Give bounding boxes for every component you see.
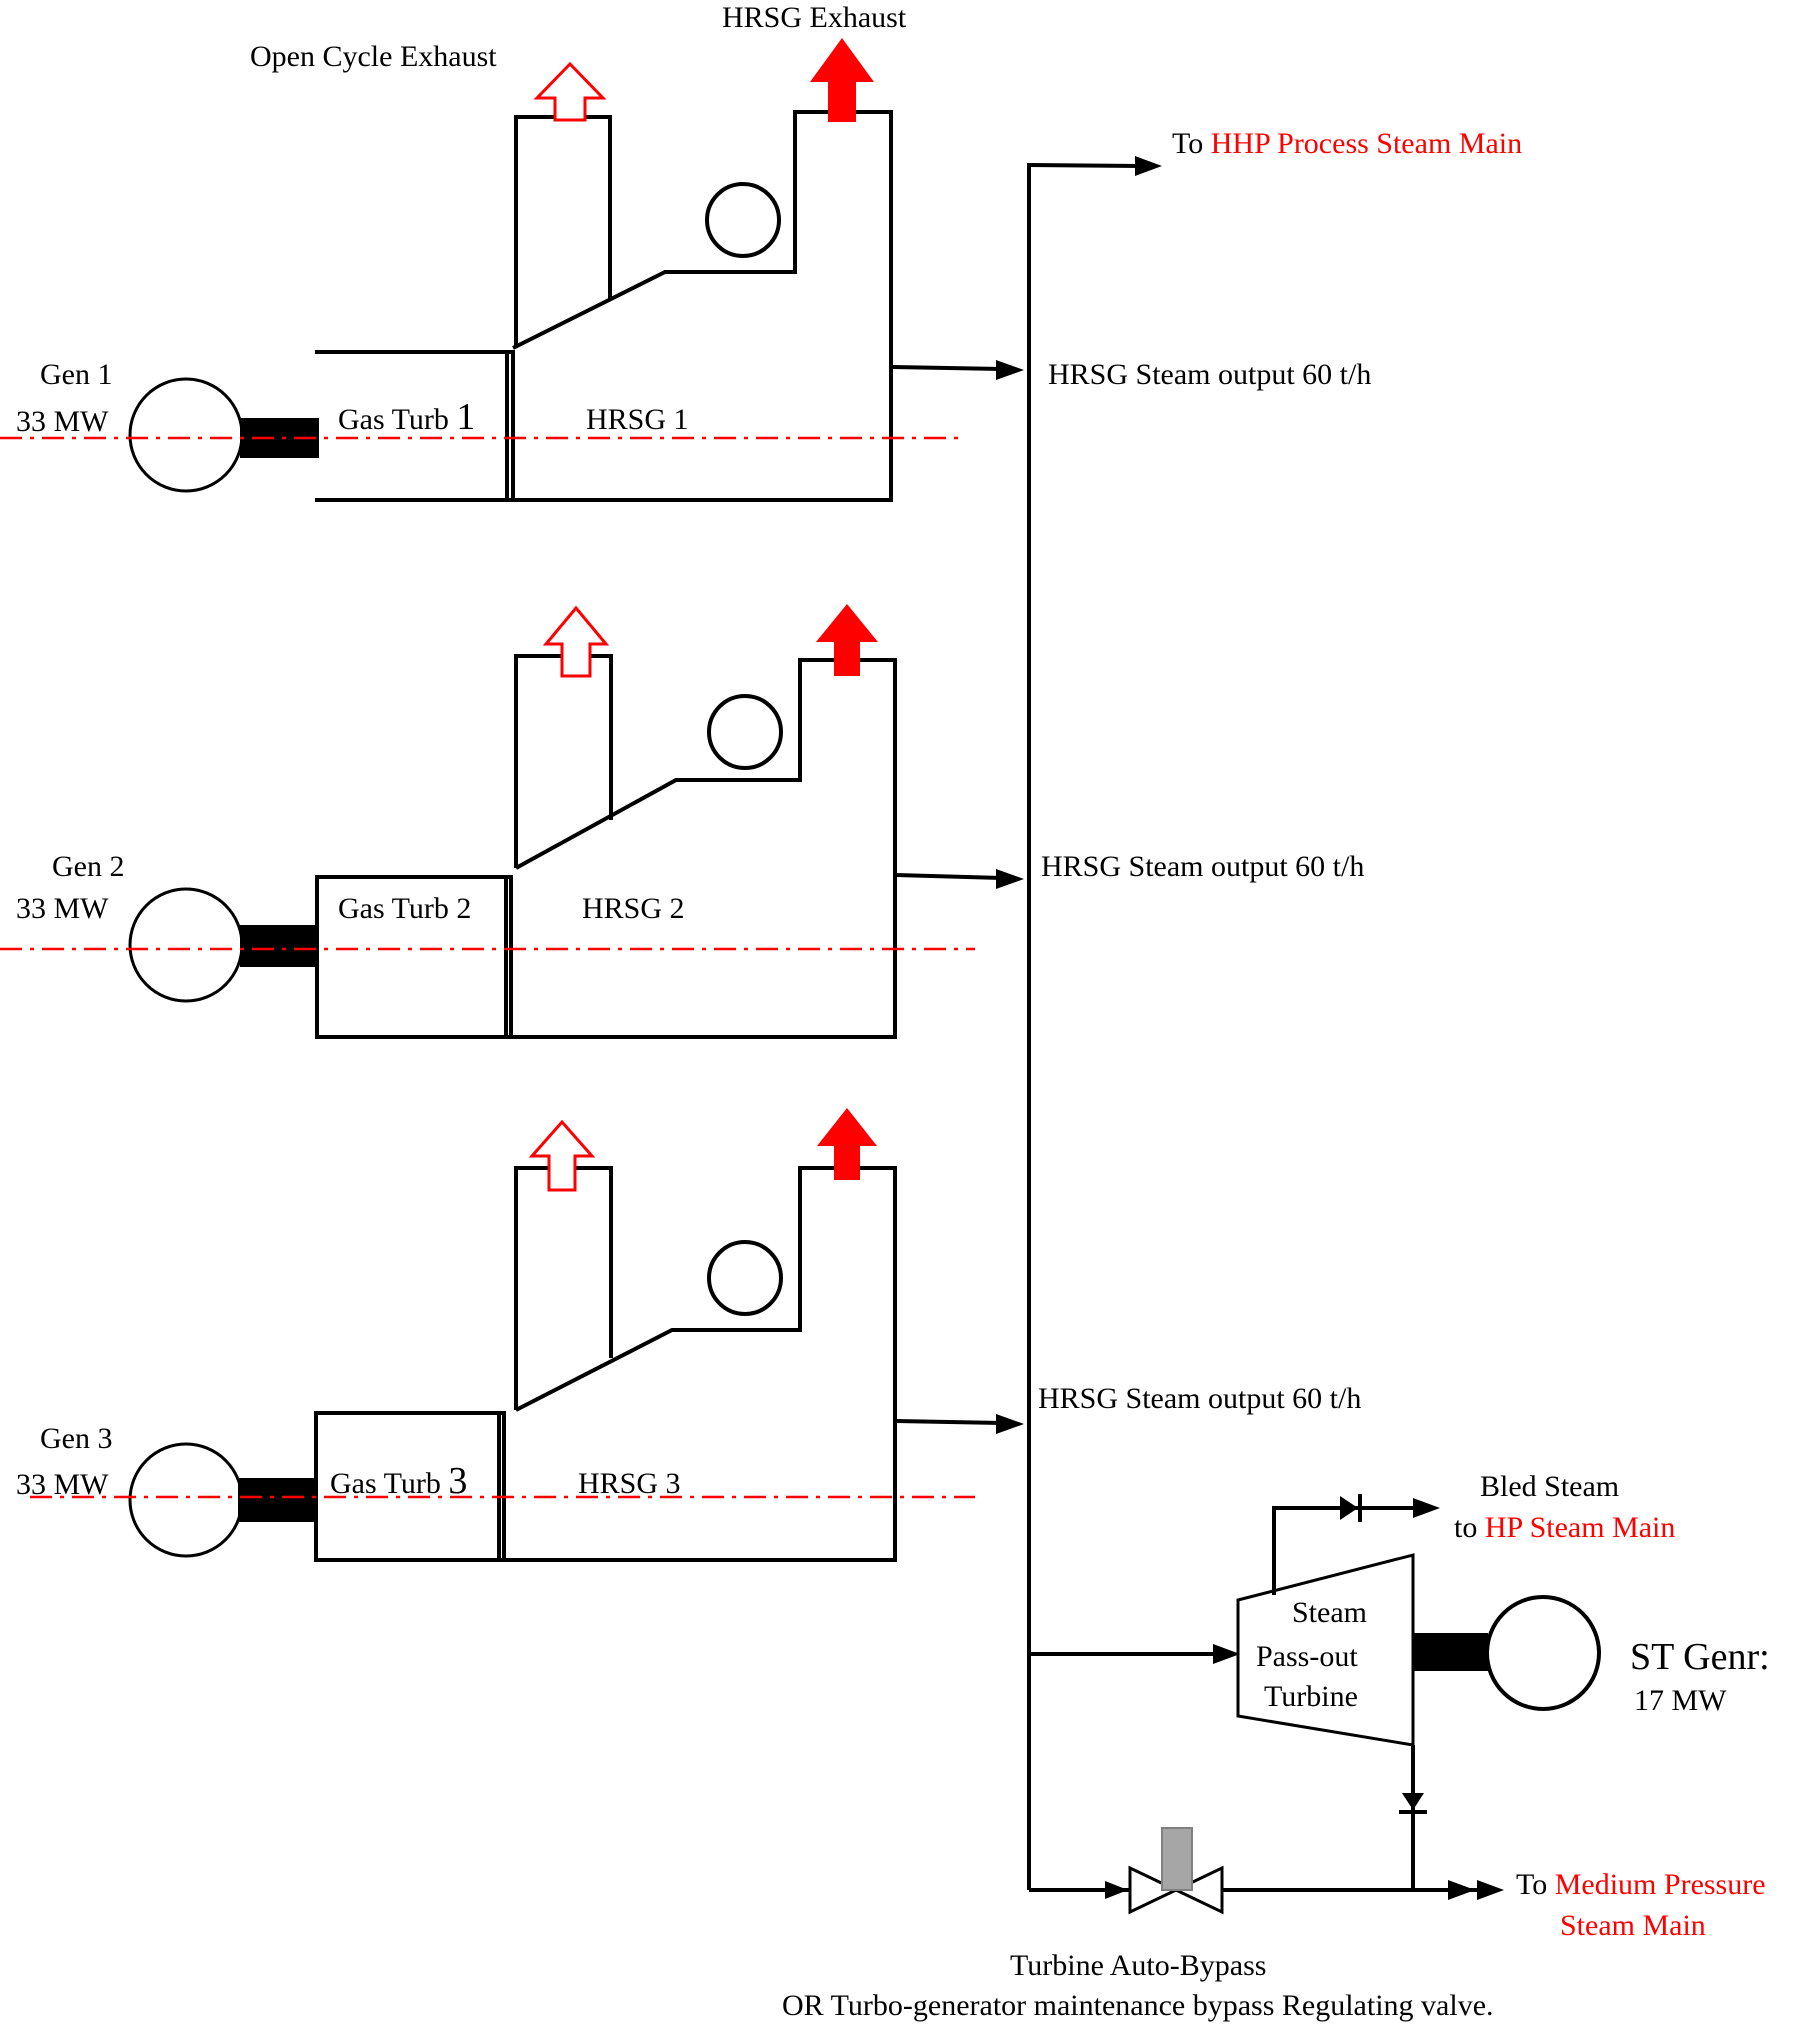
gas-turbine-1-label: Gas Turb 1 (338, 396, 475, 438)
hrsg-3-steam-arrowhead (996, 1414, 1024, 1434)
gas-turbine-1-casing (315, 350, 515, 502)
bypass-valve-actuator (1161, 1827, 1193, 1891)
hrsg-2-casing (511, 658, 897, 1039)
hrsg-exhaust-label: HRSG Exhaust (722, 1, 907, 34)
turbine-inlet-arrowhead (1213, 1644, 1240, 1664)
bled-steam-label-line1: Bled Steam (1480, 1470, 1619, 1503)
gas-turbine-3-label: Gas Turb 3 (330, 1460, 467, 1502)
hrsg-3-label: HRSG 3 (578, 1467, 681, 1500)
gen-2-coupling-shaft (240, 925, 317, 967)
mp-main-arrowhead-1 (1448, 1880, 1475, 1900)
hrsg-exhaust-2-arrow (816, 604, 878, 676)
unit-2: Gen 2 33 MW Gas Turb 2 HRSG 2 HRSG Steam… (0, 604, 1364, 1039)
hrsg-3-drum-circle (707, 1240, 783, 1316)
steam-turbine-branch: Steam Pass-out Turbine ST Genr: 17 MW Bl… (1029, 1470, 1770, 1890)
mp-main-arrowhead-2 (1477, 1880, 1504, 1900)
gas-turbine-2-label: Gas Turb 2 (338, 892, 471, 925)
bled-steam-check-valve-triangle (1340, 1496, 1358, 1520)
hrsg-1-steam-output-label: HRSG Steam output 60 t/h (1048, 358, 1371, 391)
bled-steam-line (1272, 1506, 1418, 1595)
hhp-main-arrowhead (1135, 156, 1162, 176)
gen-2-power: 33 MW (16, 892, 109, 925)
gen-1-name: Gen 1 (40, 358, 112, 391)
hrsg-2-steam-arrowhead (996, 869, 1024, 889)
steam-turbine-label-line2: Pass-out (1256, 1640, 1358, 1673)
hrsg-3-bypass-stack (514, 1166, 613, 1410)
steam-turbine-label-line1: Steam (1292, 1596, 1367, 1629)
hrsg-exhaust-3-arrow (817, 1108, 877, 1180)
bypass-line: To Medium Pressure Steam Main Turbine Au… (782, 1827, 1766, 2022)
hrsg-exhaust-1-arrow (810, 38, 874, 122)
bypass-caption-line2: OR Turbo-generator maintenance bypass Re… (782, 1989, 1494, 2022)
hrsg-3-steam-output-label: HRSG Steam output 60 t/h (1038, 1382, 1361, 1415)
gen-3-coupling-shaft (238, 1478, 318, 1522)
bled-steam-label-line2: to HP Steam Main (1454, 1511, 1675, 1544)
open-cycle-exhaust-2-arrow (542, 605, 610, 678)
mp-main-label-line1: To Medium Pressure (1516, 1868, 1766, 1901)
st-generator-coupling-shaft (1413, 1633, 1488, 1671)
bypass-valve-right-triangle (1172, 1865, 1224, 1915)
open-cycle-exhaust-label: Open Cycle Exhaust (250, 40, 497, 73)
unit-3: Gen 3 33 MW Gas Turb 3 HRSG 3 HRSG Steam… (16, 1108, 1361, 1562)
st-generator-name: ST Genr: (1630, 1636, 1770, 1678)
gen-2-generator-circle (128, 887, 244, 1003)
gen-2-name: Gen 2 (52, 850, 124, 883)
gen-3-generator-circle (128, 1442, 244, 1558)
gen-1-generator-circle (128, 377, 244, 493)
bypass-valve-left-triangle (1128, 1865, 1180, 1915)
hhp-main-branch-line (1028, 163, 1141, 168)
hrsg-3-steam-line (895, 1419, 1003, 1425)
turbine-exhaust-check-valve-triangle (1402, 1793, 1424, 1810)
hrsg-1-bypass-stack (514, 115, 612, 348)
steam-header: To HHP Process Steam Main (1027, 127, 1522, 1890)
bypass-caption-line1: Turbine Auto-Bypass (1010, 1949, 1266, 1982)
hrsg-2-bypass-stack (514, 654, 613, 868)
hrsg-1-steam-line (892, 365, 1003, 371)
st-generator-circle (1485, 1595, 1601, 1711)
hrsg-1-steam-arrowhead (996, 360, 1024, 380)
hrsg-1-label: HRSG 1 (586, 403, 689, 436)
hrsg-2-steam-line (895, 873, 1003, 880)
mp-main-label-line2: Steam Main (1560, 1909, 1706, 1942)
open-cycle-exhaust-3-arrow (528, 1119, 596, 1192)
bled-steam-arrowhead (1413, 1498, 1440, 1518)
steam-turbine-label-line3: Turbine (1264, 1680, 1358, 1713)
hhp-main-label: To HHP Process Steam Main (1172, 127, 1522, 160)
gen-3-power: 33 MW (16, 1468, 109, 1501)
open-cycle-exhaust-1-arrow (533, 61, 607, 122)
hrsg-1-casing (512, 110, 893, 502)
hrsg-2-steam-output-label: HRSG Steam output 60 t/h (1041, 850, 1364, 883)
unit-1: Gen 1 33 MW Gas Turb 1 HRSG 1 HRSG Steam… (0, 38, 1371, 502)
gen-1-power: 33 MW (16, 405, 109, 438)
hrsg-1-drum-circle (705, 182, 781, 258)
st-generator-power: 17 MW (1634, 1684, 1727, 1717)
hrsg-3-casing (504, 1166, 897, 1562)
bypass-valve-inlet-arrowhead (1105, 1881, 1128, 1899)
gen-3-name: Gen 3 (40, 1422, 112, 1455)
hrsg-2-drum-circle (707, 694, 783, 770)
hrsg-2-label: HRSG 2 (582, 892, 685, 925)
